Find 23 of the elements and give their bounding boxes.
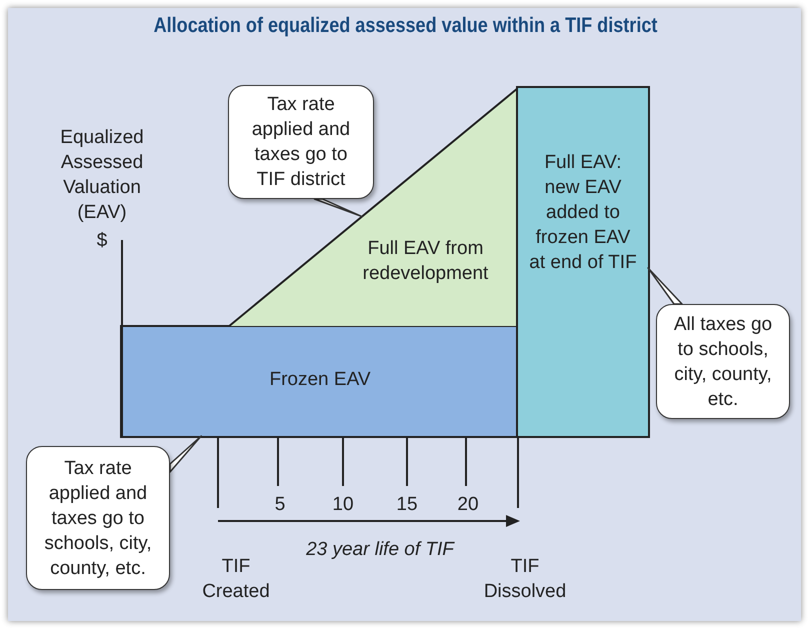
node-label: All taxes go to schools, city, county, etc.	[672, 312, 774, 412]
speech-bubble	[228, 85, 374, 199]
node-label: Full EAV from redevelopment	[362, 237, 490, 286]
axis-title: $	[96, 229, 108, 253]
tick-label: 20	[456, 493, 480, 517]
tick-label: 15	[395, 493, 419, 517]
speech-bubble	[656, 304, 790, 419]
speech-bubble	[26, 446, 170, 590]
tick-label: 10	[331, 493, 355, 517]
timeline-label: 23 year life of TIF	[305, 538, 456, 562]
milestone-label: TIF Dissolved	[482, 555, 568, 604]
full-value-bar	[518, 88, 648, 436]
frozen-value-bar	[122, 327, 518, 436]
node-label: Frozen EAV	[268, 368, 372, 392]
node-label: Full EAV: new EAV added to frozen EAV at end of TIF	[528, 151, 638, 275]
tick-label: 5	[274, 493, 286, 517]
axis-title: Equalized Assessed Valuation (EAV)	[59, 126, 145, 225]
node-label: Tax rate applied and taxes go to schools, city, county, etc.	[43, 456, 153, 580]
callout-pointer	[647, 267, 683, 305]
callout-pointer	[169, 435, 202, 473]
milestone-label: TIF Created	[201, 555, 271, 604]
node-label: Tax rate applied and taxes go to TIF district	[250, 93, 352, 192]
title: Allocation of equalized assessed value within a TIF district	[152, 14, 658, 38]
